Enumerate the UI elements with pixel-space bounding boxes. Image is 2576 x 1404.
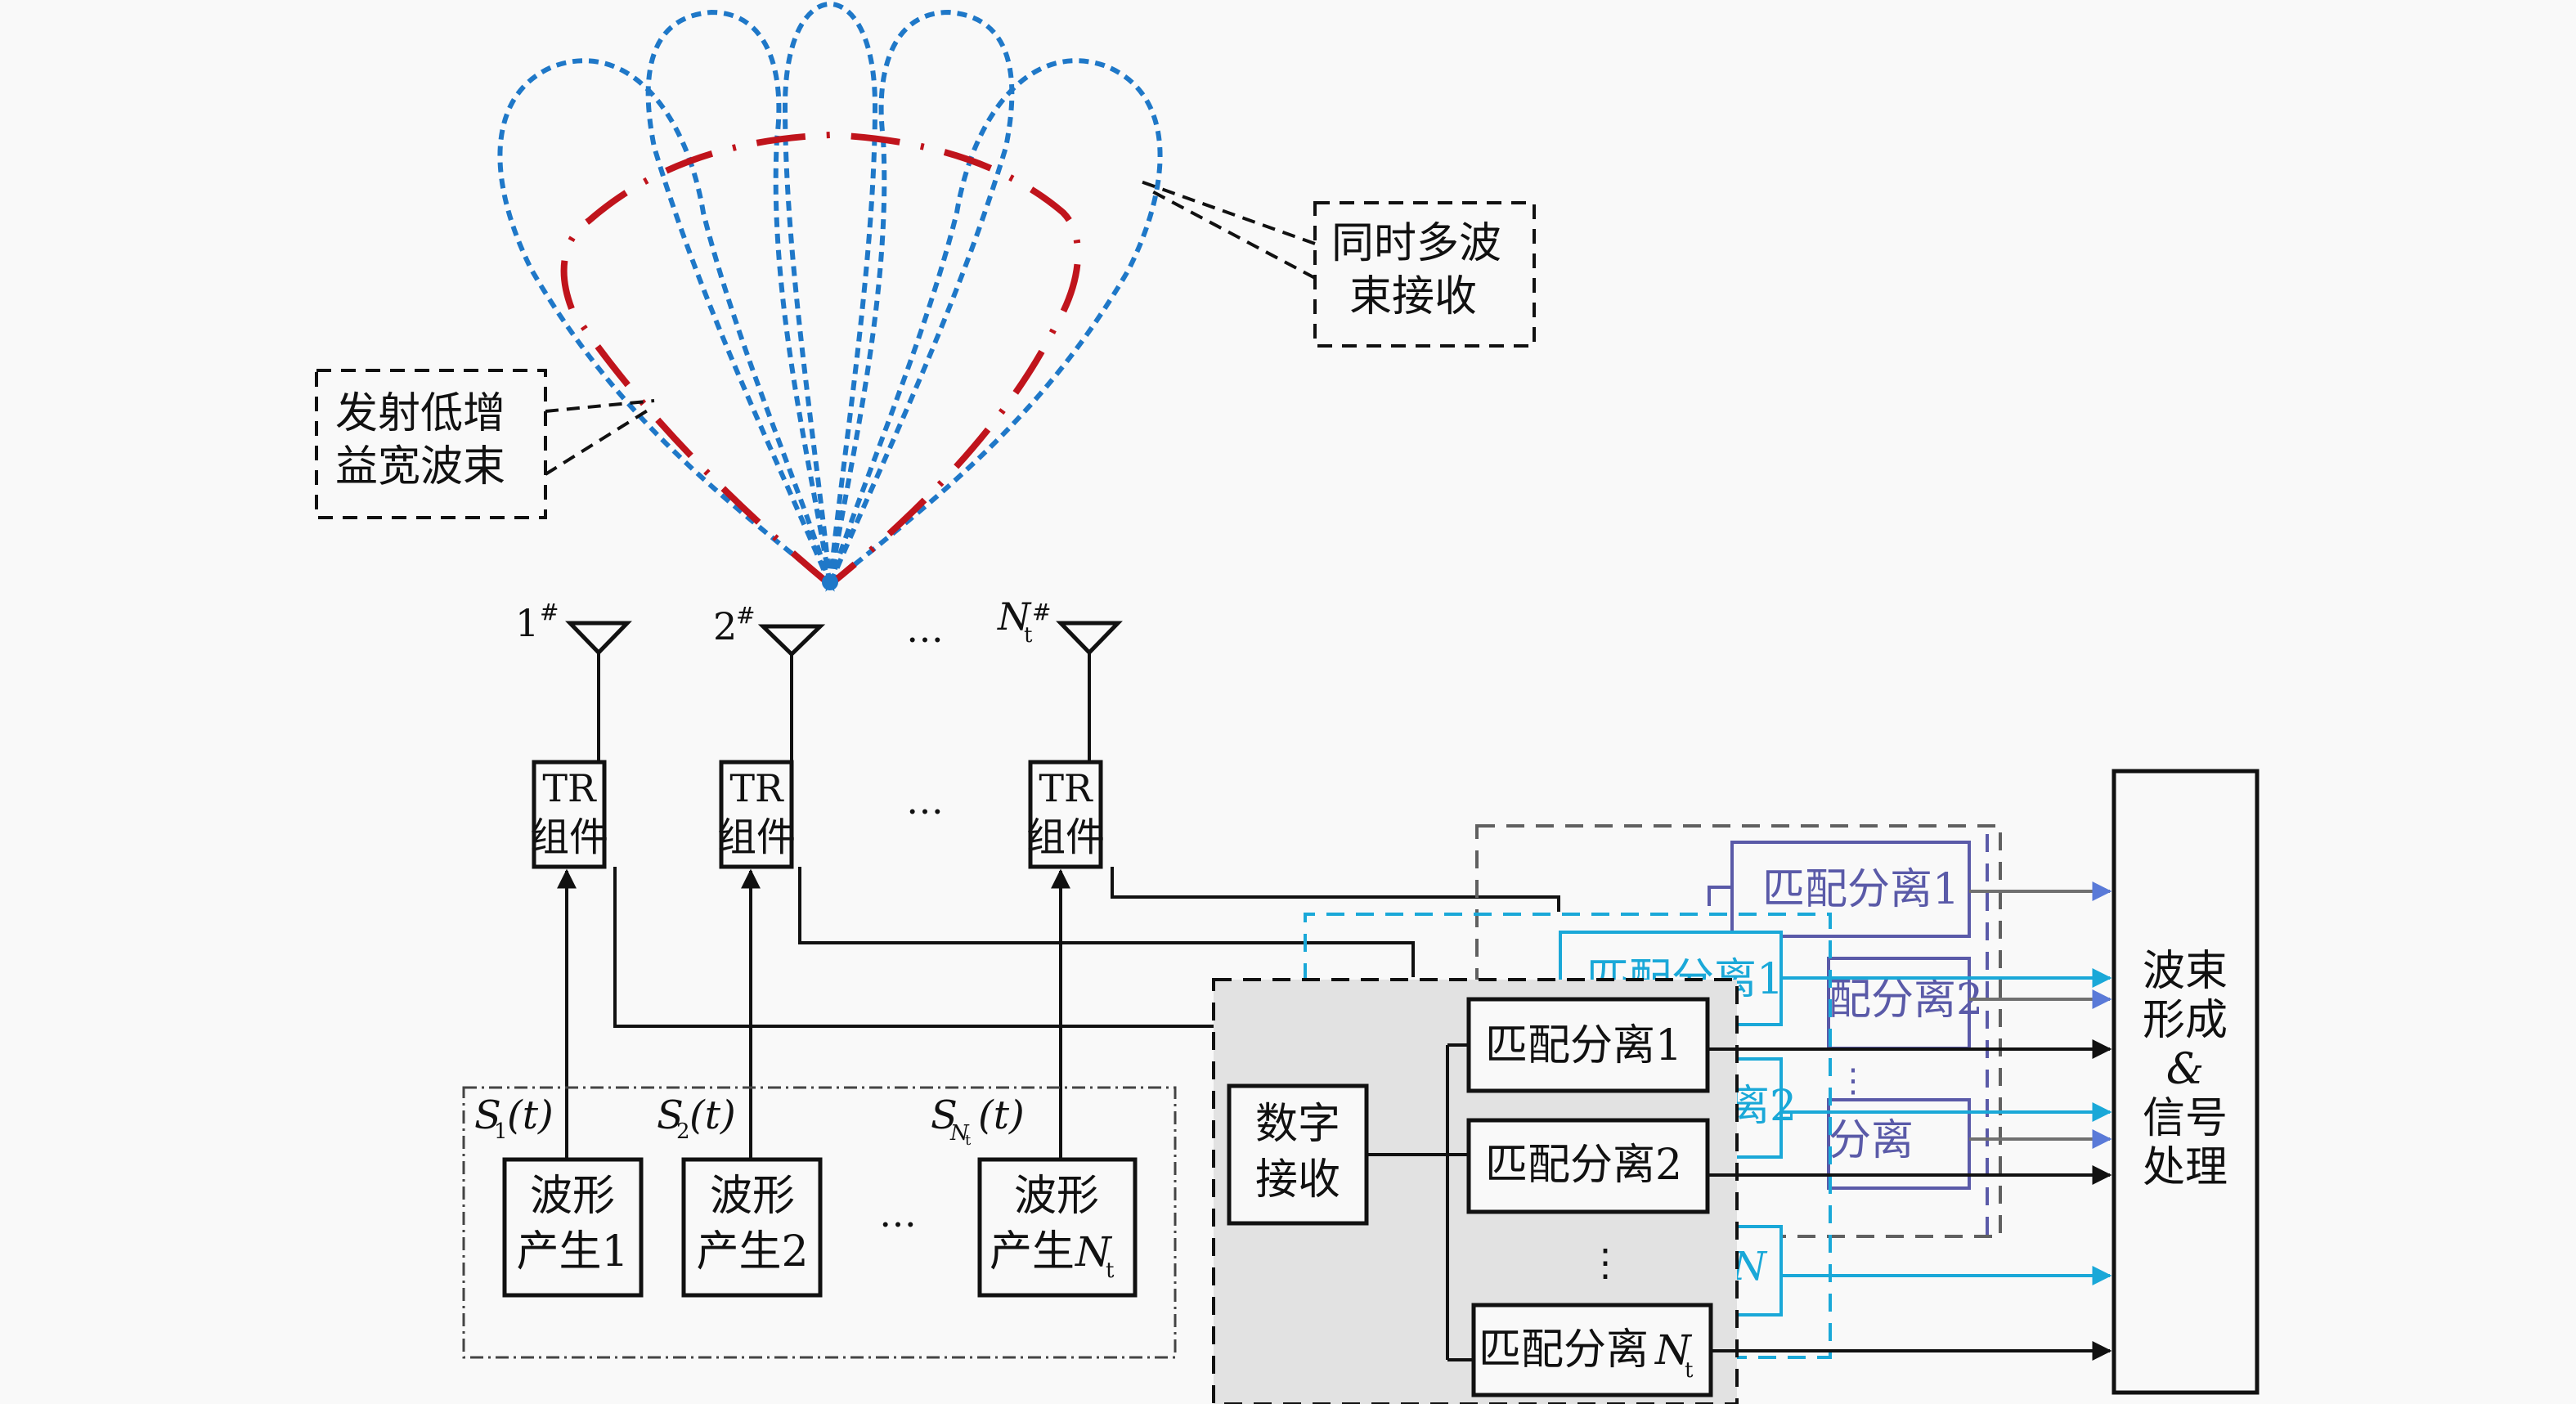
rx-path-2 [798,867,1415,977]
antenna-icon [1056,621,1123,656]
front-filter-2-label: 匹配分离2 [1485,1141,1682,1190]
back-filter-nt-label: 分离 [1829,1116,1914,1165]
processor-line2: 形成 [2143,996,2228,1045]
waveform-gen-2-line2: 产生2 [696,1227,808,1276]
antenna-ellipsis: … [906,607,944,651]
antenna-icon [565,621,632,656]
signal-label-2: S 2 (t) [657,1092,736,1144]
front-filter-nt: 匹配分离 N t [1471,1303,1713,1397]
mid-filter-2-label: 离2 [1727,1082,1797,1131]
filter-bus [1367,1043,1479,1361]
digital-receiver: 数字 接收 [1227,1083,1369,1226]
back-filter-1 [1730,841,1971,938]
waveform-gen-nt-sub: t [1106,1258,1115,1283]
waveform-gen-2: 波形 产生2 [681,1157,823,1298]
callout-transmit: 发射低增 益宽波束 [315,369,655,519]
antenna-2: 2 # [713,602,826,762]
antenna-1: 1 # [515,599,632,762]
waveform-gen-1: 波形 产生1 [502,1157,644,1298]
tr-ellipsis: … [906,778,944,823]
receive-beam-5 [825,58,1163,592]
front-filter-1: 匹配分离1 [1466,997,1710,1093]
tr-module-nt: TR 组件 [1026,760,1105,869]
tr-module-2-line1: TR [729,766,784,810]
transmit-wide-beam [560,131,1082,588]
callout-transmit-line2: 益宽波束 [335,442,505,491]
signal-label-1: S 1 (t) [474,1092,554,1144]
back-filter-1-label: 匹配分离1 [1762,865,1959,914]
callout-receive-line1: 同时多波 [1331,219,1501,268]
antenna-icon [757,624,826,657]
receiver-layer-front: 数字 接收 匹配分离1 匹配分离2 ⋮ 匹配分离 N t [1212,978,1739,1404]
signal-nt-sub: N [949,1121,970,1146]
antenna-2-label: 2 [713,604,737,648]
tr-module-1: TR 组件 [530,760,608,869]
waveform-group-frame [462,1086,1177,1359]
rx-path-nt [1111,867,1560,912]
waveform-ellipsis: … [879,1191,917,1236]
signal-nt-subsub: t [965,1132,972,1149]
signal-nt-arg: (t) [978,1092,1025,1138]
waveform-gen-1-line2: 产生1 [516,1227,628,1276]
front-vellipsis: ⋮ [1586,1240,1624,1285]
processor-line3: & [2166,1045,2204,1094]
waveform-gen-nt-line1: 波形 [1014,1172,1099,1221]
waveform-gen-nt-line2: 产生 [990,1227,1075,1276]
tr-module-1-line2: 组件 [530,814,608,860]
receive-beam-1 [497,58,835,592]
signal-1-sub: 1 [494,1119,508,1144]
processor-line1: 波束 [2143,947,2228,996]
antenna-nt-sup: # [1032,599,1051,626]
digital-receiver-line1: 数字 [1255,1100,1340,1149]
signal-label-nt: S N t (t) [931,1092,1025,1149]
antenna-nt-label: N [997,594,1032,639]
tr-module-2: TR 组件 [717,760,796,869]
mid-layer-frame [1304,913,1832,1359]
waveform-gen-2-line1: 波形 [710,1172,795,1221]
array-phase-center [822,574,838,590]
callout-receive: 同时多波 束接收 [1140,180,1536,348]
front-filter-nt-var: N [1654,1326,1693,1374]
signal-nt-s: S [931,1092,958,1138]
beamforming-processor: 波束 形成 & 信号 处理 [2112,769,2260,1395]
antenna-nt: N t # [997,594,1123,762]
tr-module-1-line1: TR [542,766,597,810]
signal-2-arg: (t) [689,1092,736,1138]
signal-1-arg: (t) [507,1092,554,1138]
processor-line4: 信号 [2143,1094,2228,1143]
waveform-gen-1-line1: 波形 [530,1172,615,1221]
signal-2-s: S [657,1092,684,1138]
receive-beam-4 [828,9,1015,586]
front-filter-2: 匹配分离2 [1466,1118,1710,1214]
front-filter-1-label: 匹配分离1 [1485,1021,1682,1070]
front-filter-nt-label: 匹配分离 [1479,1326,1649,1375]
back-filter-2-label: 配分离2 [1829,976,1983,1025]
antenna-1-sup: # [540,599,559,626]
antenna-1-label: 1 [515,601,539,645]
beam-pattern [497,1,1163,592]
tr-module-nt-line2: 组件 [1026,814,1105,860]
tr-module-2-line2: 组件 [717,814,796,860]
waveform-gen-nt: 波形 产生 N t [977,1157,1138,1298]
processor-line5: 处理 [2143,1143,2228,1192]
signal-1-s: S [474,1092,501,1138]
digital-receiver-line2: 接收 [1255,1155,1340,1204]
receive-beam-2 [645,9,832,586]
waveform-gen-nt-var: N [1075,1228,1113,1276]
tr-module-nt-line1: TR [1039,766,1093,810]
output-arrows [1708,881,2112,1361]
front-filter-nt-sub: t [1685,1358,1694,1383]
antenna-nt-sub: t [1024,623,1033,648]
signal-2-sub: 2 [676,1119,690,1144]
receive-beam-3 [782,1,878,585]
callout-receive-line2: 束接收 [1349,272,1477,321]
callout-transmit-line1: 发射低增 [335,389,505,438]
back-vellipsis: ⋮ [1837,1062,1869,1100]
antenna-2-sup: # [736,602,755,629]
receiver-layer-back: 匹配分离1 配分离2 ⋮ 分离 [1475,824,2002,1238]
